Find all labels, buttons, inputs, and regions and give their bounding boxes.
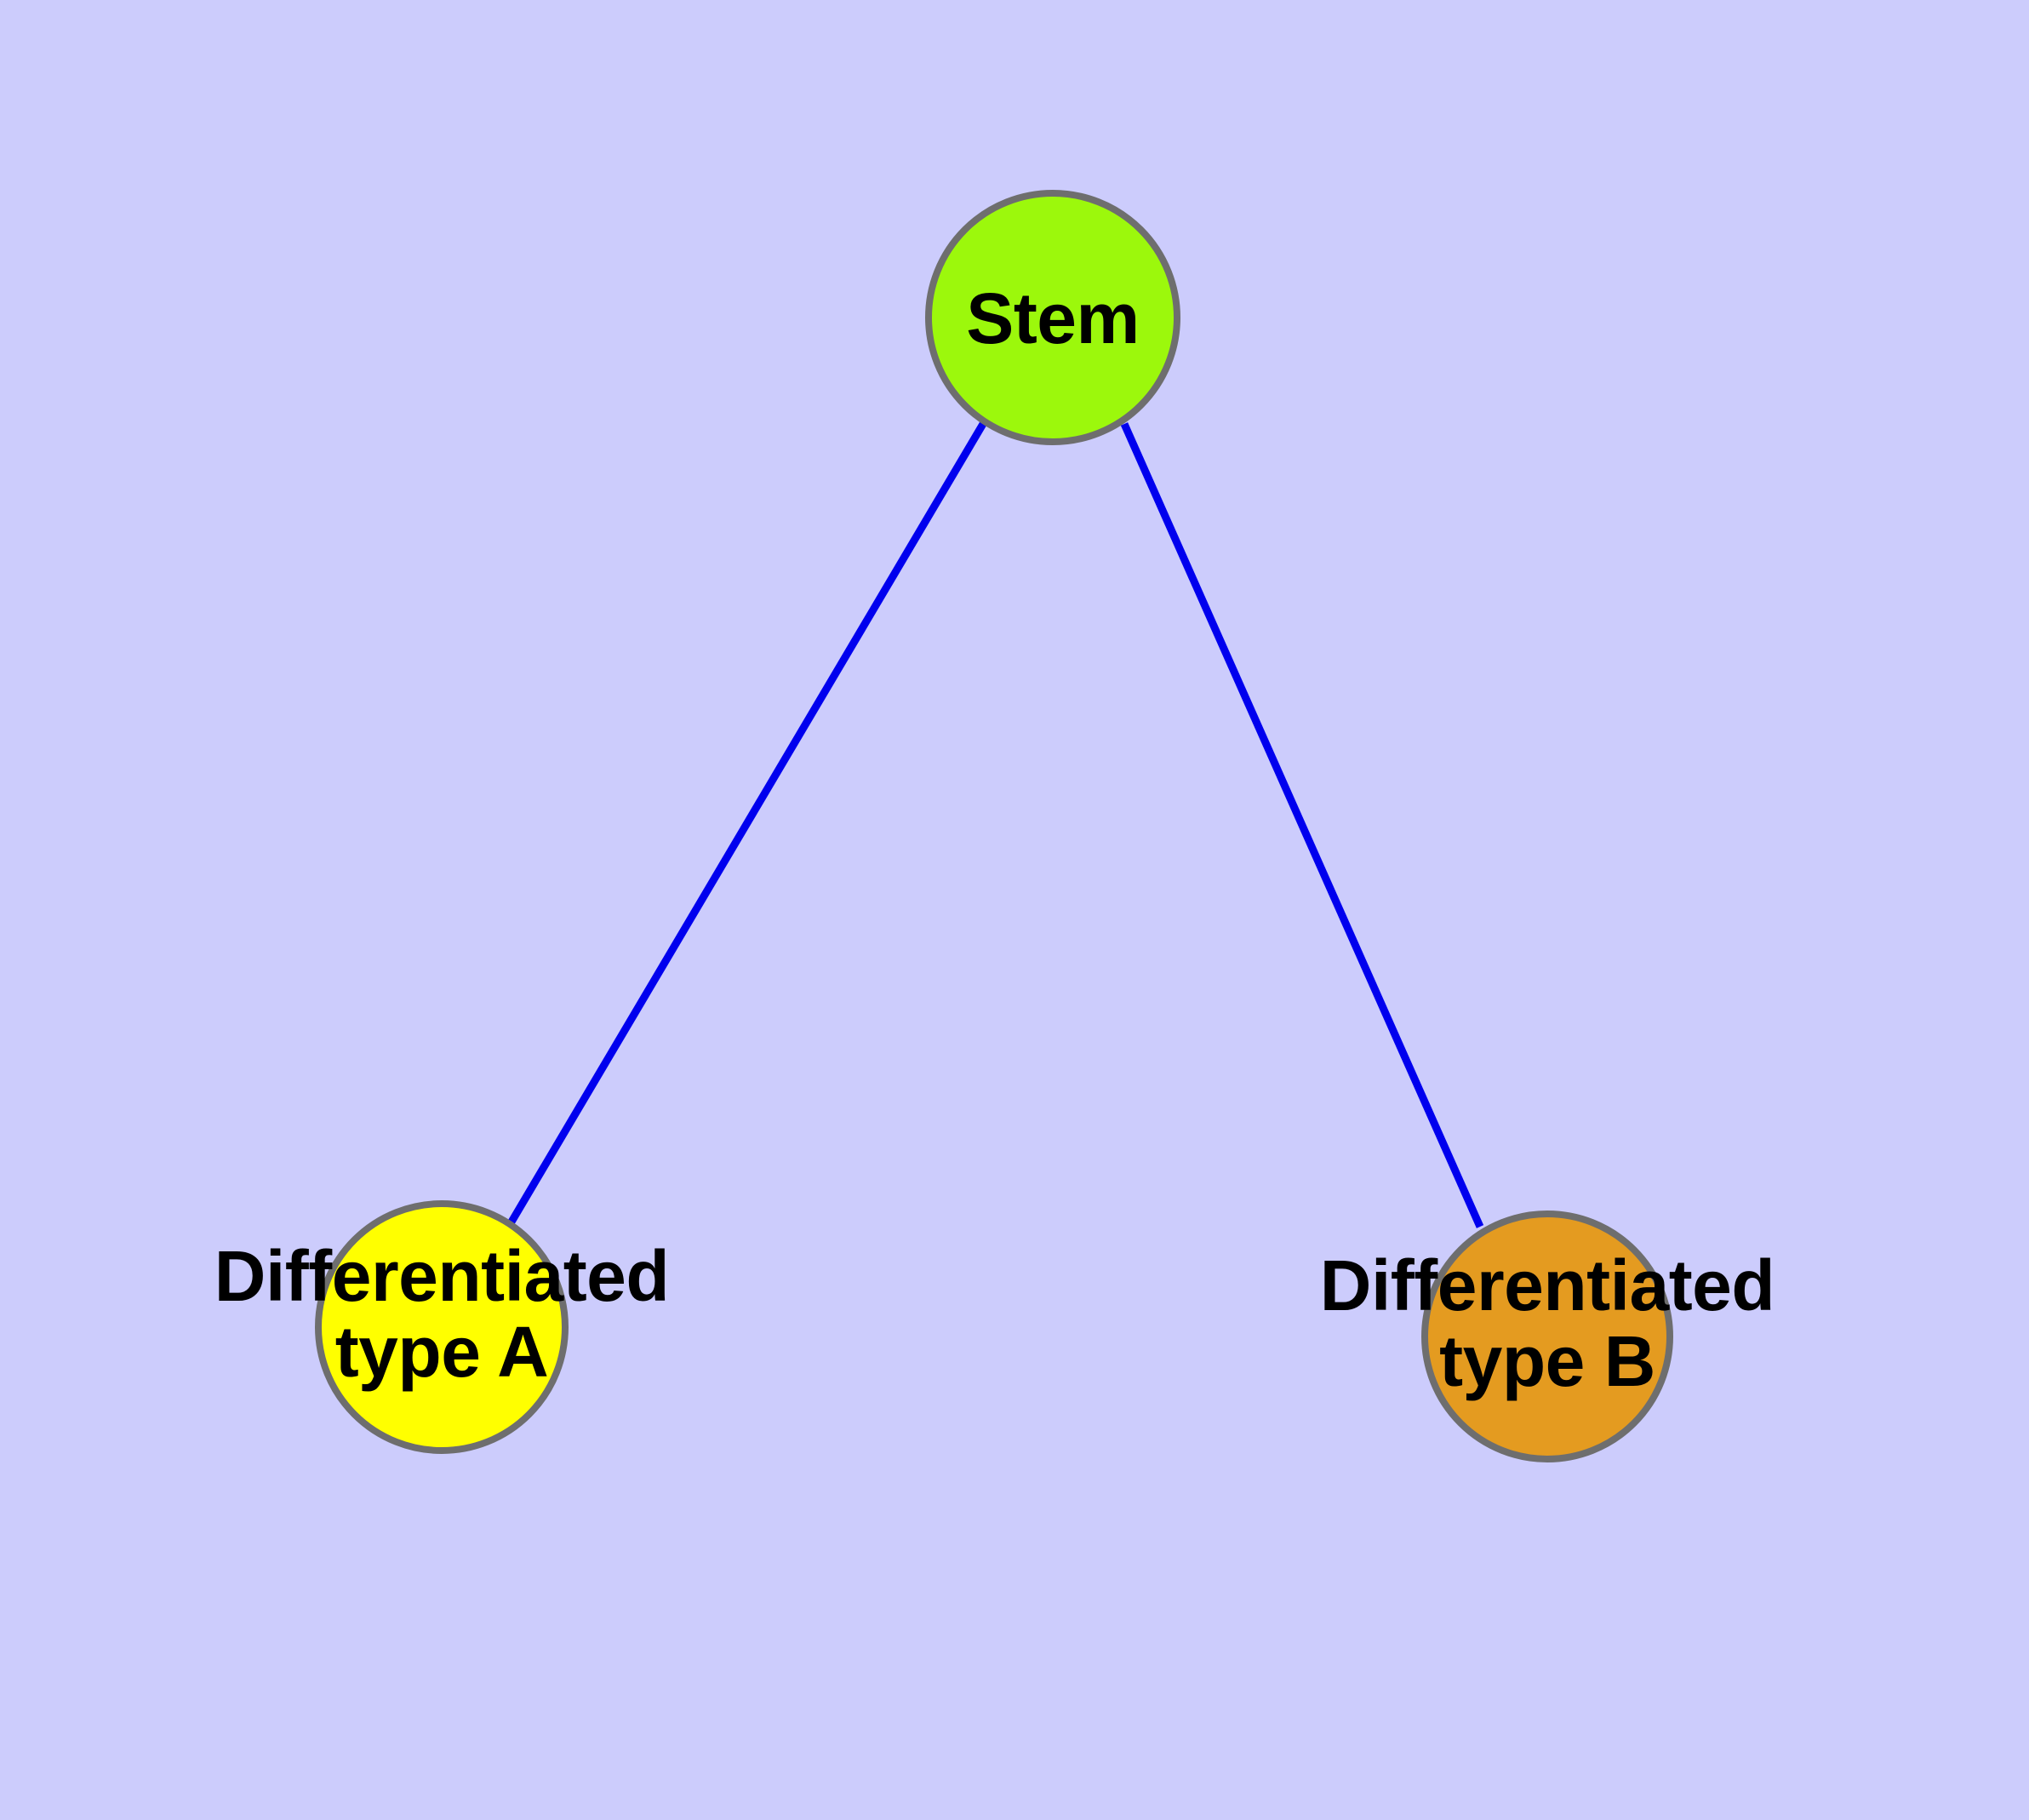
edge-stem-to-type-b: [1120, 422, 1484, 1228]
node-differentiated-type-b[interactable]: [1421, 1210, 1673, 1462]
edge-stem-to-type-a: [507, 421, 986, 1226]
node-differentiated-type-a[interactable]: [315, 1200, 569, 1454]
node-stem[interactable]: [925, 190, 1180, 445]
